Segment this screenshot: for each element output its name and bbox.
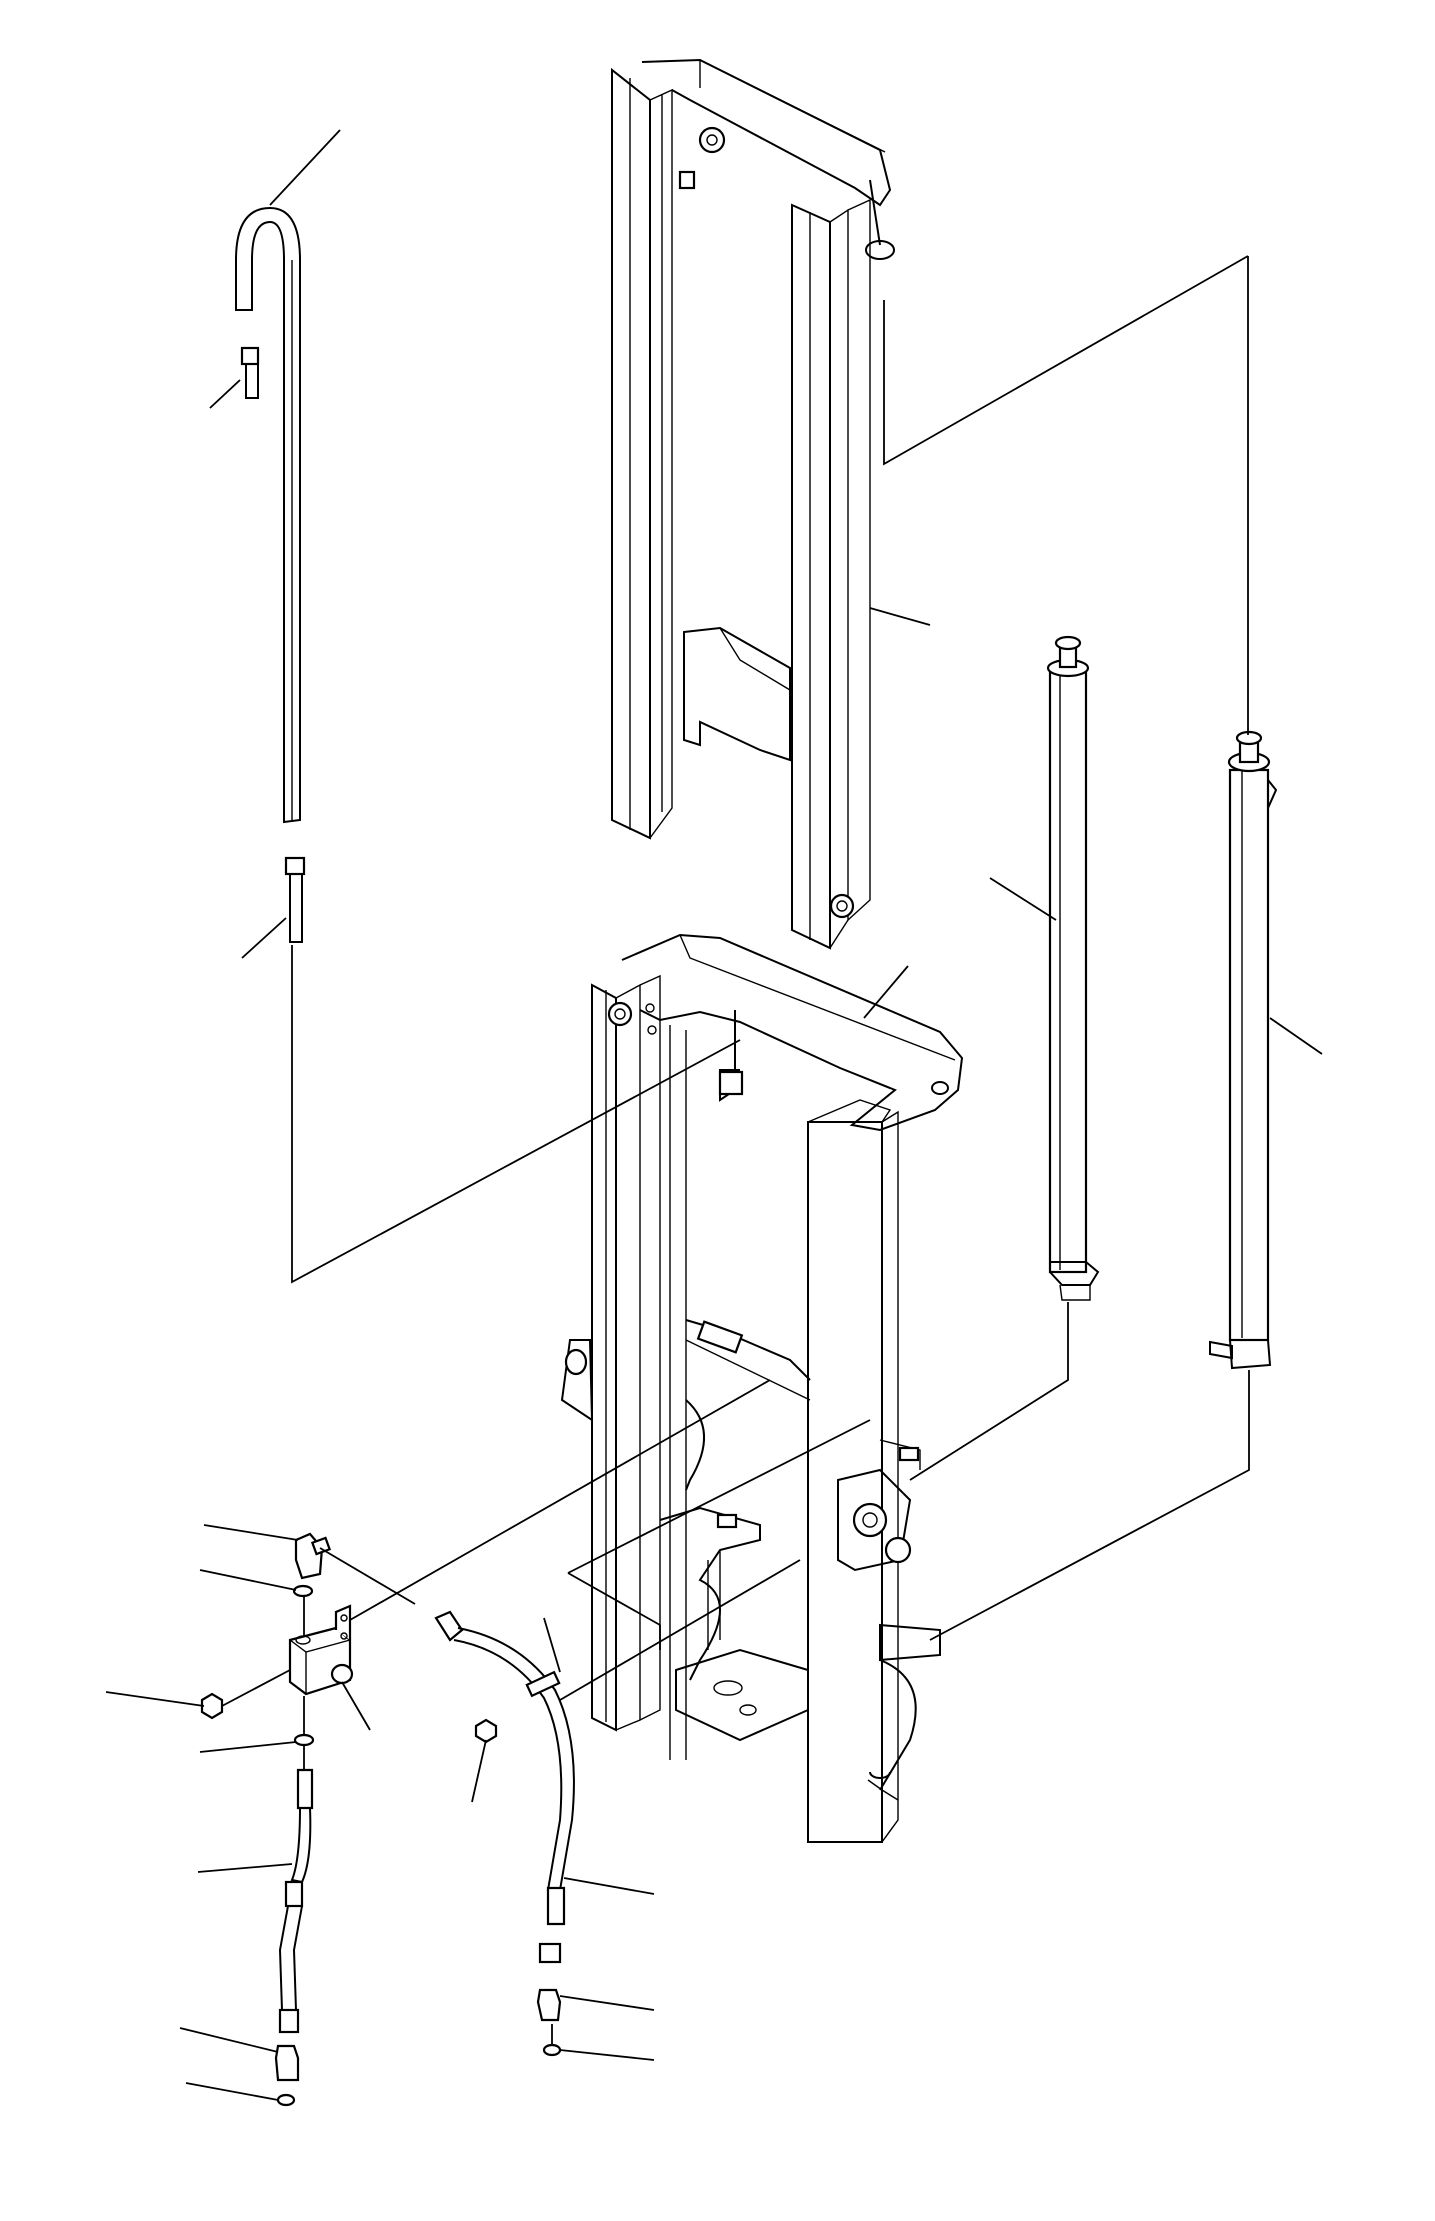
o-ring-icon	[542, 2043, 562, 2057]
outer-mast-left-rail	[591, 983, 617, 1732]
outer-mast-bottom-crossmember	[675, 1648, 809, 1742]
o-ring-icon	[276, 2093, 296, 2107]
connector-block	[288, 1604, 354, 1696]
bolt-icon	[200, 1692, 224, 1720]
inner-mast-mid-plate	[683, 626, 791, 762]
chain-anchor-lower	[284, 856, 306, 943]
tilt-bracket-left	[560, 1339, 594, 1422]
elbow-fitting	[294, 1532, 332, 1580]
inner-mast	[611, 58, 895, 950]
lift-cylinder-left	[1046, 635, 1100, 1301]
hose-assembly-2	[434, 1610, 575, 2057]
callout-leaders	[105, 129, 1323, 2101]
chain-anchor-upper	[240, 346, 260, 399]
bolt-icon	[474, 1718, 498, 1744]
inner-mast-right-rail	[791, 203, 831, 950]
outer-mast-crosshead	[621, 933, 964, 1132]
outer-mast	[560, 933, 964, 1843]
bolt-icon	[698, 126, 726, 154]
inner-mast-left-rail	[611, 67, 651, 840]
hose-assembly	[200, 1532, 354, 2107]
chain-rod	[235, 206, 306, 943]
outer-mast-right-rail	[807, 1121, 883, 1843]
assembly-lines	[221, 255, 1250, 2044]
lift-cylinder-right	[1209, 730, 1278, 1370]
bolt-icon	[829, 893, 855, 919]
o-ring-icon	[293, 1733, 315, 1747]
o-ring-icon	[292, 1584, 314, 1598]
bolt-icon	[607, 1001, 633, 1027]
